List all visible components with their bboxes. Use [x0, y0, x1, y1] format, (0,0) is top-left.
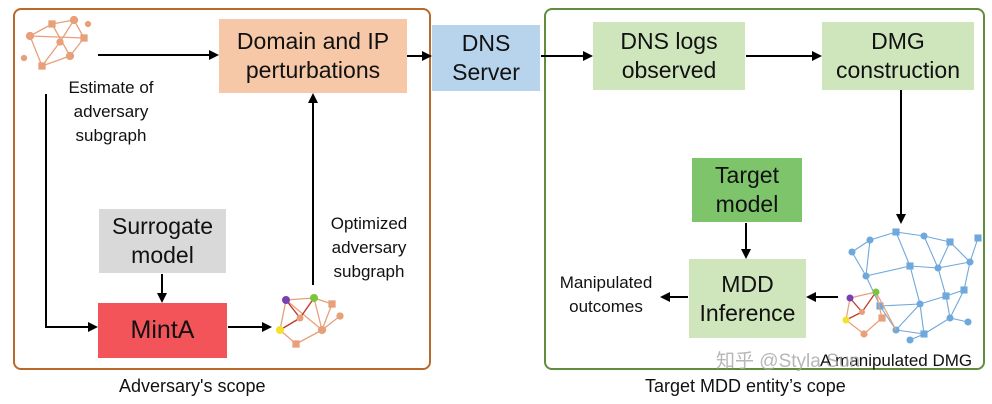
manipulated-dmg-graph [842, 228, 982, 344]
optimized-label: Optimized adversary subgraph [330, 214, 408, 281]
surrogate-model-box: Surrogate model [99, 209, 226, 273]
manipulated-outcomes-label: Manipulated outcomes [559, 273, 653, 316]
watermark: 知乎 @Styla Sun [716, 351, 860, 372]
dns-server-box: DNS Server [432, 25, 540, 91]
target-model-box: Target model [692, 158, 802, 222]
adversary-subgraph-estimate-icon [20, 15, 92, 70]
minta-box: MintA [98, 303, 227, 358]
estimate-label: Estimate of adversary subgraph [68, 78, 154, 145]
adversary-scope-caption: Adversary's scope [119, 376, 266, 396]
target-scope-frame [544, 8, 985, 370]
adversary-scope-frame [13, 8, 431, 370]
manipulated-dmg-label: A manipulated DMG [820, 351, 973, 370]
optimized-subgraph-icon [276, 294, 344, 348]
dmg-construction-box: DMG construction [822, 22, 974, 90]
mdd-inference-box: MDD Inference [689, 259, 806, 338]
dns-logs-box: DNS logs observed [593, 22, 745, 90]
perturbations-box: Domain and IP perturbations [219, 19, 407, 93]
target-scope-caption: Target MDD entity’s cope [645, 376, 846, 396]
